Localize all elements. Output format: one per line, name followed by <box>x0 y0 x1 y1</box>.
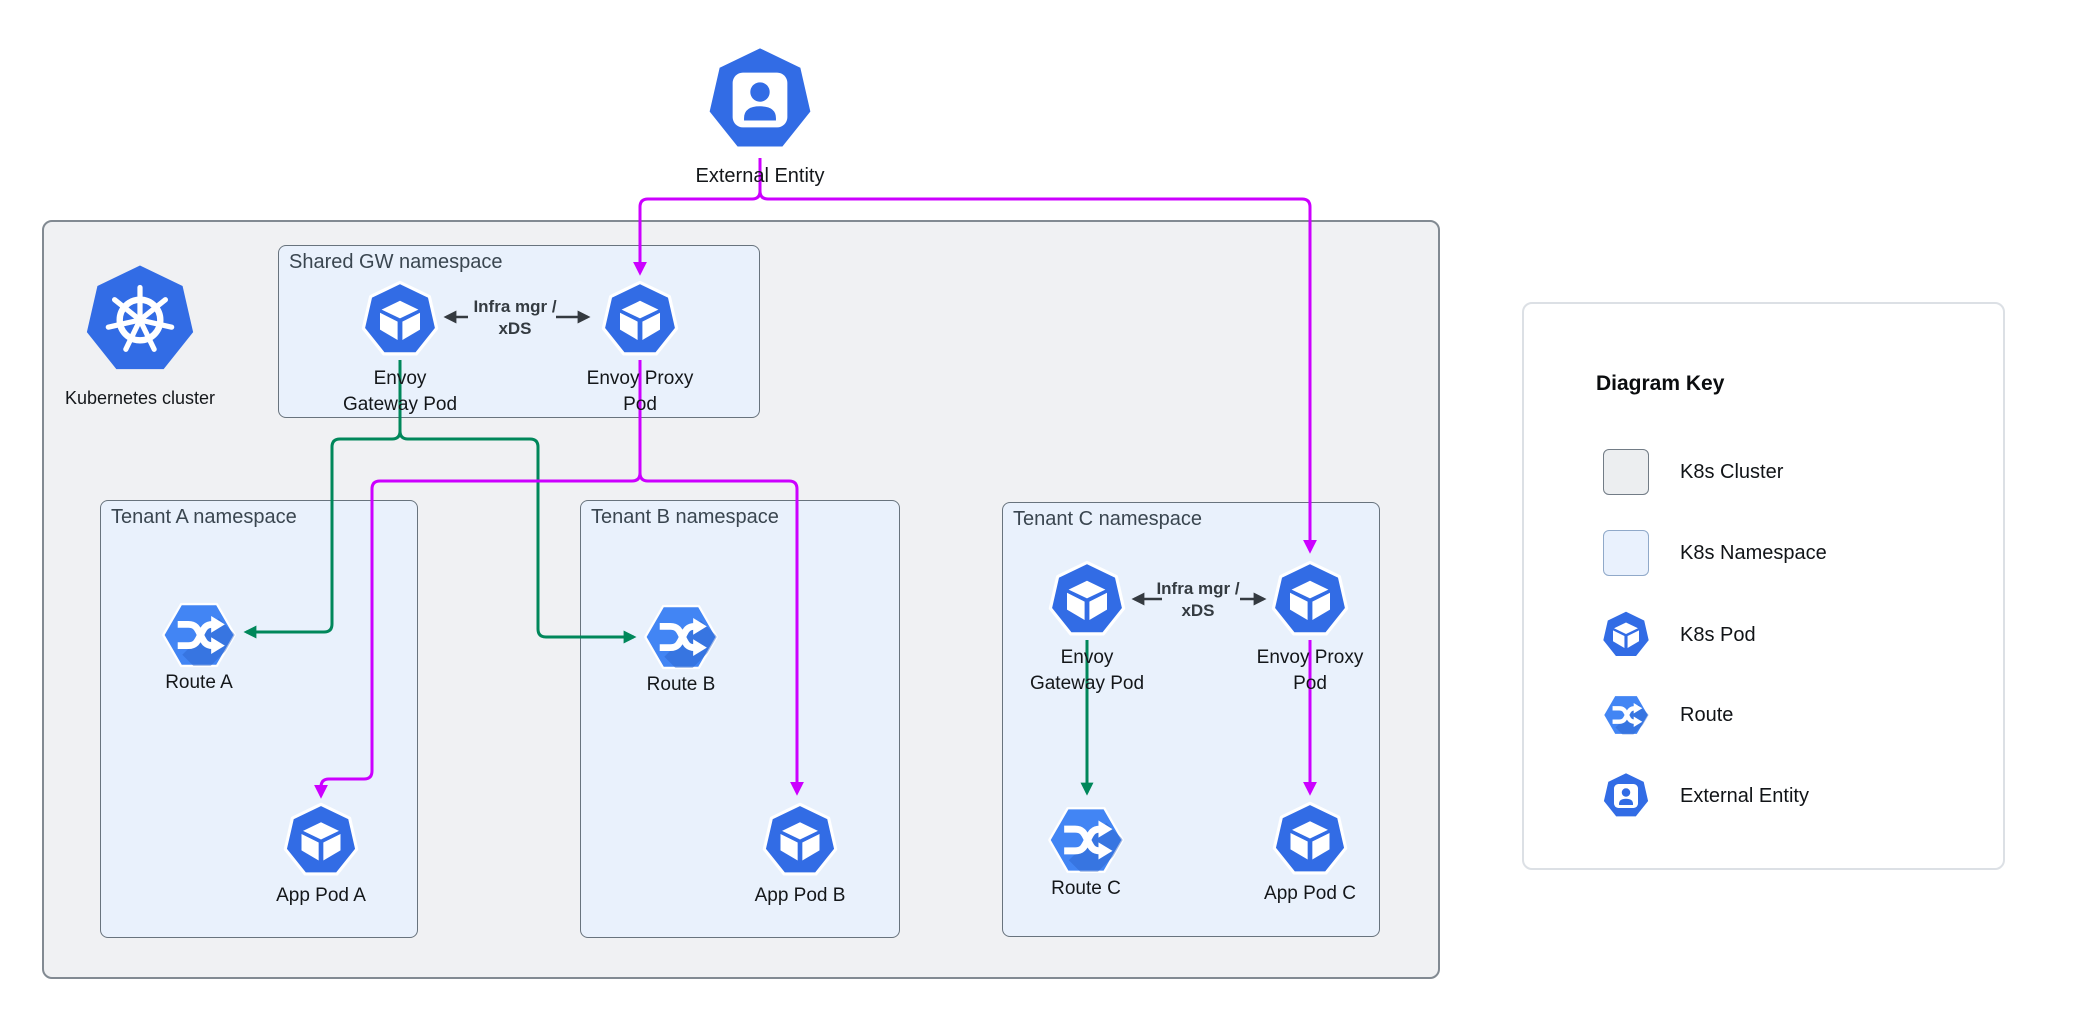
route-c-node <box>1043 801 1129 879</box>
legend-label: External Entity <box>1680 784 1809 807</box>
k8s-pod-icon <box>1271 801 1349 879</box>
tenant-c-envoy-proxy-pod-label: Envoy Proxy Pod <box>1256 647 1364 694</box>
shared-gw-namespace-title: Shared GW namespace <box>289 251 503 273</box>
shared-xds-label: Infra mgr / xDS <box>473 297 557 338</box>
tenant-c-envoy-proxy-pod-node <box>1270 560 1350 640</box>
kubernetes-cluster-label: Kubernetes cluster <box>64 388 216 408</box>
app-pod-b-node <box>761 802 839 880</box>
k8s-pod-icon <box>1270 560 1350 640</box>
kubernetes-icon <box>82 262 198 378</box>
k8s-pod-icon <box>360 280 440 360</box>
legend-row-route: Route <box>1598 688 1988 742</box>
diagram-key-title: Diagram Key <box>1596 372 1725 395</box>
route-icon <box>158 597 240 673</box>
route-icon <box>1600 691 1652 739</box>
route-icon <box>1043 801 1129 879</box>
external-entity-label: External Entity <box>695 165 825 187</box>
shared-envoy-proxy-pod-label: Envoy Proxy Pod <box>586 368 694 415</box>
legend-label: K8s Pod <box>1680 623 1756 646</box>
app-pod-c-label: App Pod C <box>1264 883 1356 904</box>
legend-label: Route <box>1680 703 1734 726</box>
route-b-node <box>640 599 722 675</box>
tenant-c-namespace-title: Tenant C namespace <box>1013 508 1203 530</box>
diagram-key-box <box>1522 302 2005 870</box>
tenant-c-xds-label: Infra mgr / xDS <box>1156 579 1240 620</box>
app-pod-b-label: App Pod B <box>754 885 846 906</box>
k8s-pod-icon <box>1047 560 1127 640</box>
tenant-a-namespace-title: Tenant A namespace <box>111 506 297 528</box>
tenant-b-namespace-title: Tenant B namespace <box>591 506 779 528</box>
route-icon <box>640 599 722 675</box>
legend-label: K8s Cluster <box>1680 460 1784 483</box>
route-a-node <box>158 597 240 673</box>
tenant-a-namespace-box: Tenant A namespace <box>100 500 418 938</box>
shared-envoy-gateway-pod-label: Envoy Gateway Pod <box>342 368 458 415</box>
route-c-label: Route C <box>1051 878 1121 899</box>
app-pod-a-node <box>282 802 360 880</box>
k8s-pod-icon <box>761 802 839 880</box>
tenant-b-namespace-box: Tenant B namespace <box>580 500 900 938</box>
external-entity-icon <box>703 43 817 157</box>
kubernetes-cluster-node <box>82 262 198 378</box>
shared-envoy-gateway-pod-node <box>360 280 440 360</box>
route-a-label: Route A <box>165 672 233 693</box>
legend-label: K8s Namespace <box>1680 541 1827 564</box>
k8s-namespace-swatch <box>1603 530 1649 576</box>
legend-row-k8s-cluster: K8s Cluster <box>1598 445 1988 499</box>
app-pod-a-label: App Pod A <box>276 885 366 906</box>
legend-row-k8s-namespace: K8s Namespace <box>1598 526 1988 580</box>
external-entity-icon <box>1601 771 1651 821</box>
k8s-pod-icon <box>1600 609 1652 661</box>
legend-row-external-entity: External Entity <box>1598 769 1988 823</box>
app-pod-c-node <box>1271 801 1349 879</box>
shared-envoy-proxy-pod-node <box>600 280 680 360</box>
tenant-c-envoy-gateway-pod-node <box>1047 560 1127 640</box>
k8s-cluster-swatch <box>1603 449 1649 495</box>
k8s-pod-icon <box>600 280 680 360</box>
tenant-c-envoy-gateway-pod-label: Envoy Gateway Pod <box>1029 647 1145 694</box>
k8s-pod-icon <box>282 802 360 880</box>
legend-row-k8s-pod: K8s Pod <box>1598 608 1988 662</box>
route-b-label: Route B <box>646 674 716 695</box>
external-entity-node <box>703 43 817 157</box>
